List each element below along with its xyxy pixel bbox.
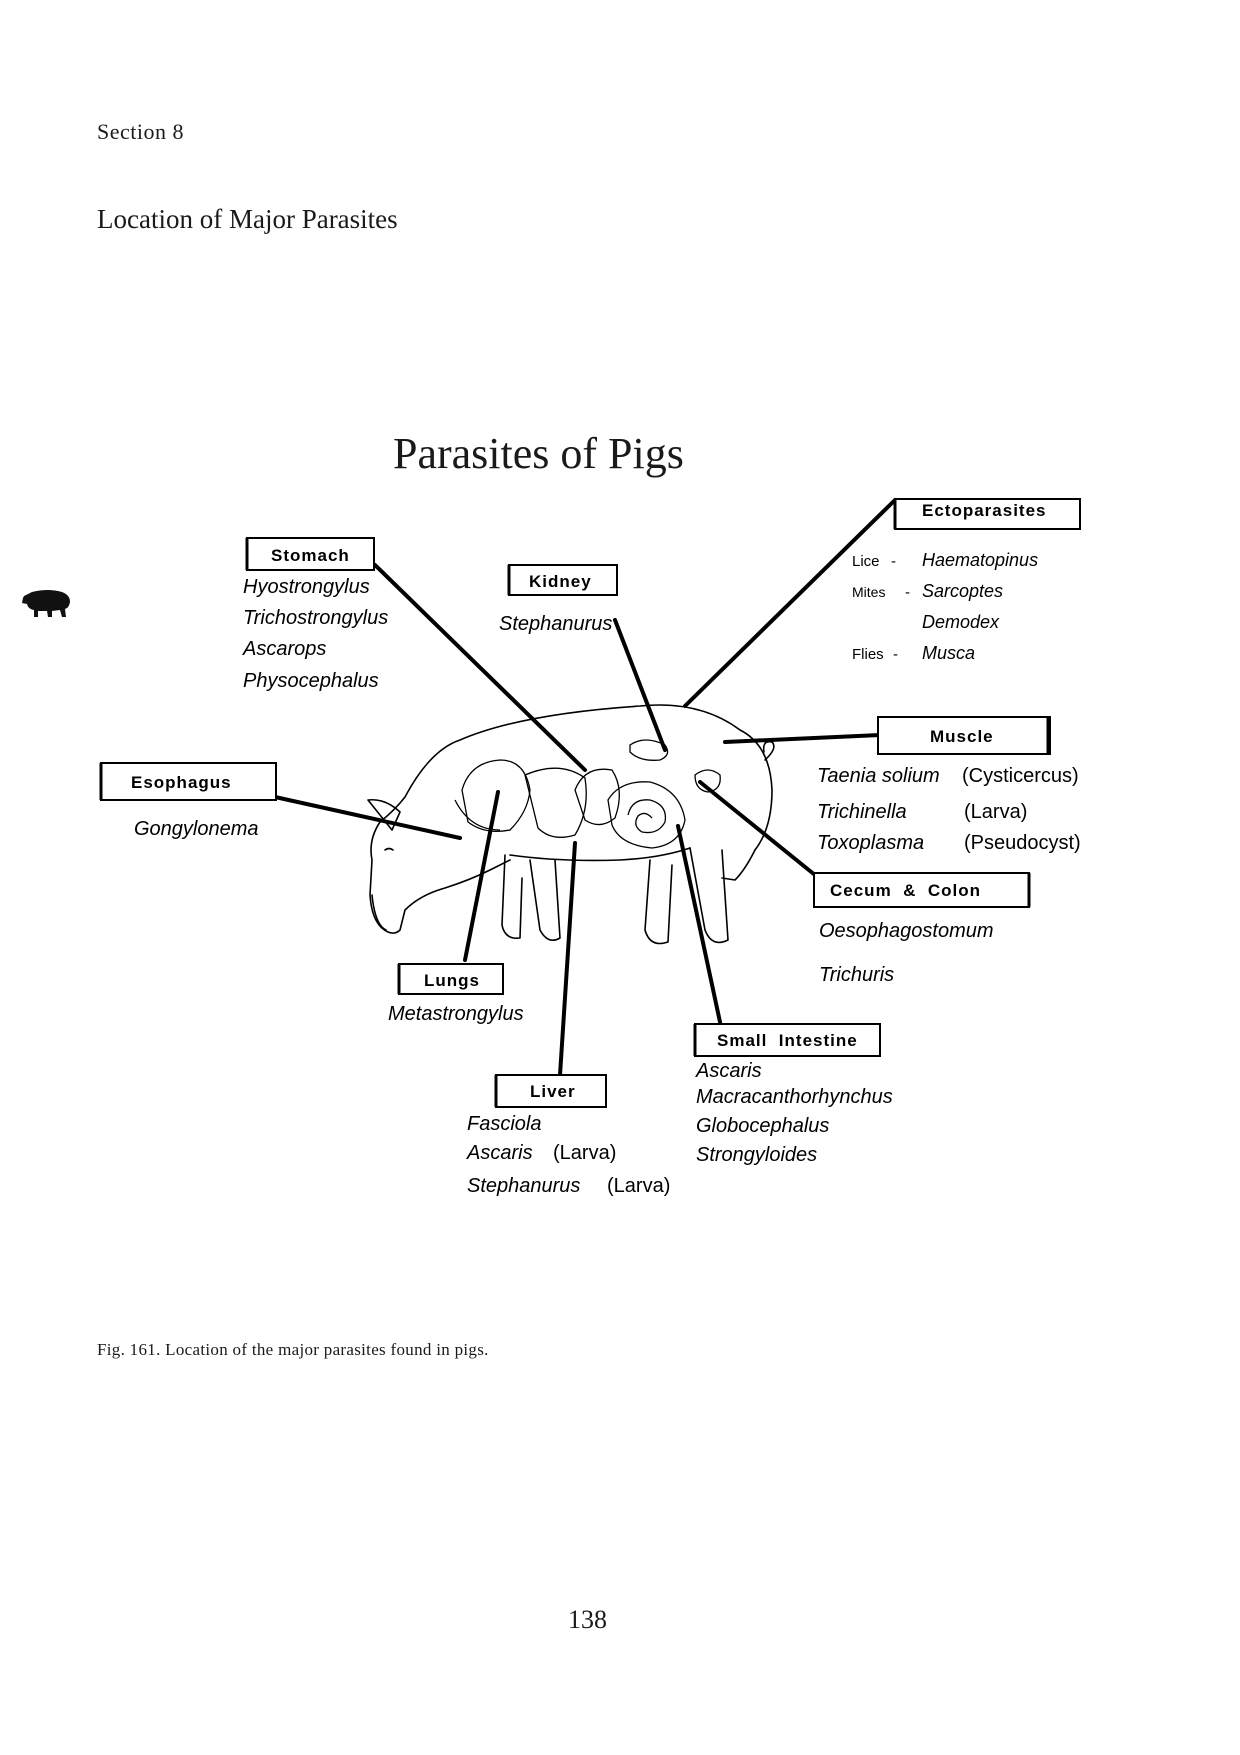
page-heading: Location of Major Parasites — [97, 204, 398, 234]
ecto-species-2: Sarcoptes — [922, 581, 1003, 601]
small-intestine-label: Small Intestine — [717, 1031, 858, 1050]
kidney-box — [508, 564, 618, 596]
leader-lines — [273, 498, 897, 1077]
organ-kidney — [629, 739, 669, 761]
pig-rump — [721, 849, 756, 881]
lungs-species-1: Metastrongylus — [388, 1003, 524, 1025]
ecto-dash-2: - — [905, 584, 910, 601]
ecto-species-4: Musca — [922, 643, 975, 663]
ecto-species-3: Demodex — [922, 612, 1000, 632]
muscle-stage-1: (Cysticercus) — [962, 765, 1079, 787]
leader-lungs — [463, 790, 500, 962]
liver-label: Liver — [530, 1082, 576, 1101]
leader-kidney — [613, 618, 667, 752]
small-intestine-species-1: Ascaris — [695, 1060, 762, 1082]
pig-tail — [762, 740, 775, 761]
pig-ear — [367, 798, 401, 831]
ectoparasites-label: Ectoparasites — [922, 501, 1047, 520]
small-intestine-group: Small Intestine Ascaris Macracanthorhync… — [693, 1023, 893, 1166]
section-label: Section 8 — [97, 119, 184, 144]
leader-muscle — [723, 733, 882, 744]
small-intestine-species-3: Globocephalus — [696, 1115, 829, 1137]
liver-stage-2: (Larva) — [553, 1142, 616, 1164]
cecum-colon-label: Cecum & Colon — [830, 881, 981, 900]
kidney-species-1: Stephanurus — [499, 613, 612, 635]
muscle-species-3: Toxoplasma — [817, 832, 924, 854]
leader-liver — [558, 841, 577, 1077]
ectoparasites-group: Ectoparasites Lice - Haematopinus Mites … — [852, 498, 1081, 663]
liver-species-1: Fasciola — [467, 1113, 541, 1135]
pig-head — [369, 796, 511, 934]
organ-stomach — [574, 768, 620, 826]
cecum-colon-species-2: Trichuris — [819, 964, 894, 986]
small-intestine-species-2: Macracanthorhynchus — [696, 1086, 893, 1108]
diagram-title: Parasites of Pigs — [393, 429, 684, 478]
stomach-group: Stomach Hyostrongylus Trichostrongylus A… — [242, 537, 388, 692]
page-number: 138 — [568, 1605, 607, 1634]
leader-cecum-colon — [698, 780, 817, 877]
muscle-stage-3: (Pseudocyst) — [964, 832, 1081, 854]
organ-intestine — [607, 781, 686, 849]
lungs-label: Lungs — [424, 971, 480, 990]
ecto-group-4: Flies — [852, 646, 884, 663]
pig-illustration — [367, 704, 775, 945]
liver-species-3: Stephanurus — [467, 1175, 580, 1197]
cecum-colon-species-1: Oesophagostomum — [819, 920, 994, 942]
organ-intestine-coil — [627, 799, 667, 834]
muscle-group: Muscle Taenia solium (Cysticercus) Trich… — [817, 716, 1081, 854]
pig-silhouette-icon — [22, 590, 70, 617]
stomach-species-3: Ascarops — [242, 638, 326, 660]
pig-front-leg-2 — [529, 859, 561, 941]
esophagus-label: Esophagus — [131, 773, 232, 792]
pig-front-leg-1 — [501, 854, 523, 940]
small-intestine-species-4: Strongyloides — [696, 1144, 817, 1166]
stomach-species-4: Physocephalus — [243, 670, 379, 692]
leader-stomach — [373, 563, 587, 772]
muscle-stage-2: (Larva) — [964, 801, 1027, 823]
kidney-group: Kidney Stephanurus — [499, 564, 618, 635]
liver-box — [495, 1074, 607, 1108]
ecto-group-2: Mites — [852, 584, 885, 600]
pig-hind-leg-1 — [644, 859, 673, 945]
liver-species-2: Ascaris — [466, 1142, 533, 1164]
figure-caption: Fig. 161. Location of the major parasite… — [97, 1340, 489, 1359]
cecum-colon-box — [813, 872, 1030, 908]
esophagus-species-1: Gongylonema — [134, 818, 259, 840]
ecto-group-1: Lice — [852, 553, 880, 570]
stomach-species-1: Hyostrongylus — [243, 576, 370, 598]
organ-esophagus — [454, 799, 501, 831]
muscle-species-2: Trichinella — [817, 801, 907, 823]
leader-ectoparasites — [683, 498, 897, 708]
pig-belly — [509, 847, 691, 862]
muscle-species-1: Taenia solium — [817, 765, 940, 787]
liver-group: Liver Fasciola Ascaris (Larva) Stephanur… — [466, 1074, 670, 1197]
ecto-species-1: Haematopinus — [922, 550, 1038, 570]
organ-liver — [524, 767, 587, 838]
pig-back-outline — [404, 704, 773, 851]
stomach-species-2: Trichostrongylus — [243, 607, 388, 629]
ecto-dash-4: - — [893, 646, 898, 663]
lungs-group: Lungs Metastrongylus — [388, 963, 524, 1025]
leader-esophagus — [273, 795, 462, 840]
muscle-box — [877, 716, 1051, 755]
pig-snout — [371, 894, 387, 931]
stomach-label: Stomach — [271, 546, 350, 565]
pig-hind-leg-2 — [689, 847, 729, 944]
muscle-label: Muscle — [930, 727, 994, 746]
cecum-colon-group: Cecum & Colon Oesophagostomum Trichuris — [813, 872, 1031, 986]
organ-cecum — [694, 769, 721, 793]
kidney-label: Kidney — [529, 572, 592, 591]
liver-stage-3: (Larva) — [607, 1175, 670, 1197]
esophagus-box — [100, 762, 277, 801]
lungs-box — [398, 963, 504, 995]
leader-small-intestine — [676, 824, 722, 1024]
ecto-dash-1: - — [891, 553, 896, 570]
esophagus-group: Esophagus Gongylonema — [99, 762, 277, 840]
pig-eye — [384, 847, 394, 851]
